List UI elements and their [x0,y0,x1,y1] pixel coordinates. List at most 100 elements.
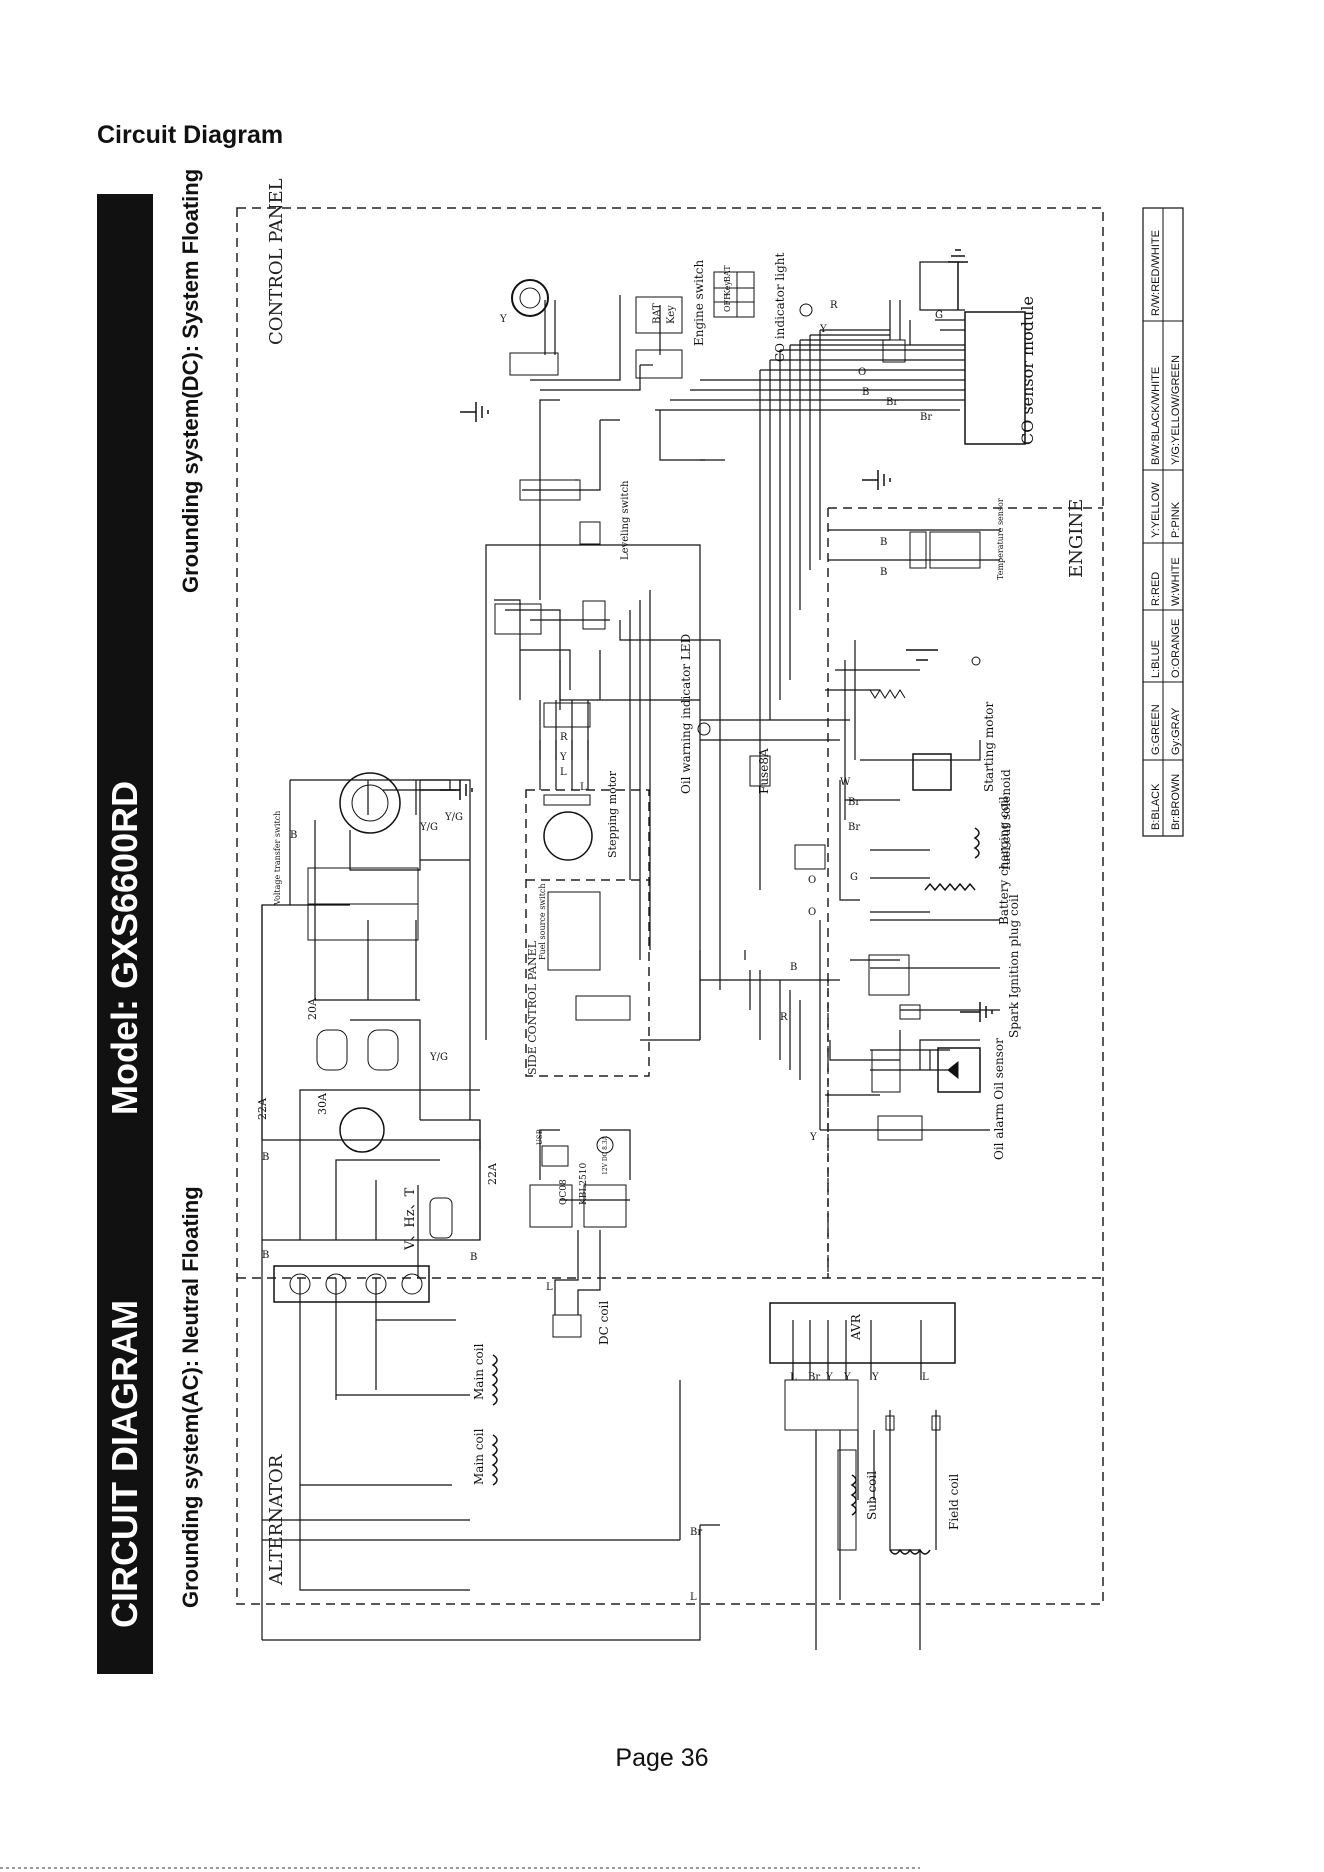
battery-icon [906,649,938,661]
spark-plug [899,1004,921,1020]
svg-text:R:RED: R:RED [1150,572,1162,606]
co-indicator-light-label: CO indicator light [773,253,787,362]
svg-text:Br:BROWN: Br:BROWN [1170,774,1182,830]
svg-text:B: B [880,537,887,548]
svg-text:B: B [790,962,797,973]
section-control-panel: CONTROL PANEL [266,178,287,345]
color-legend: B:BLACK G:GREEN L:BLUE R:RED Y:YELLOW B/… [1142,207,1184,837]
duplex-receptacle-1 [316,1029,348,1071]
usb-label: USB [536,1129,544,1145]
top-connector [511,279,549,317]
ground-icon-acpanel [440,780,473,800]
svg-text:Br: Br [808,1372,820,1383]
battery-charging-coil [924,882,976,892]
banner-model: Model: GXS6600RD [104,781,145,1115]
svg-text:Br: Br [848,797,860,808]
svg-text:L: L [690,1592,697,1603]
main-coil-1 [491,1354,498,1406]
svg-text:O: O [858,367,866,378]
svg-text:G:GREEN: G:GREEN [1150,704,1162,755]
svg-text:Br: Br [848,822,860,833]
oil-sensor [877,1115,923,1141]
starting-motor [912,753,952,791]
key-label: Key [666,305,677,324]
engine-switch-key: Key [723,281,732,296]
svg-text:Y/G: Y/G [444,812,463,823]
section-side-control-panel: SIDE CONTROL PANEL [526,940,539,1075]
svg-text:B/W:BLACK/WHITE: B/W:BLACK/WHITE [1150,367,1162,465]
fuel-source-switch [547,891,601,971]
svg-text:Br: Br [690,1527,702,1538]
relay-block [794,844,826,870]
page-number: Page 36 [615,1744,709,1772]
terminal-strip [543,702,591,728]
field-coil-brush-1 [885,1415,895,1431]
title-banner [97,194,153,1674]
main-coil-2-label: Main coil [472,1428,486,1485]
fuse-label: Fuse8A [757,748,771,794]
svg-text:O: O [808,907,816,918]
svg-text:R: R [560,732,568,743]
starter-coil [869,689,906,699]
meter-label: V、Hz、T [403,1187,418,1251]
diode-connector [871,1049,901,1093]
svg-text:R/W:RED/WHITE: R/W:RED/WHITE [1150,230,1162,316]
avr-label: AVR [849,1313,863,1341]
rectifier-1-label: QC08 [559,1179,569,1205]
ground-icon-engine [862,470,891,490]
dc-coil-connector [552,1314,582,1338]
svg-text:L: L [790,1372,797,1383]
l14-30-receptacle [339,772,401,834]
ground-icon [948,249,968,310]
temperature-sensor-label: Temperature sensor [996,498,1005,580]
stepping-motor-connector [543,794,591,806]
multi-connector-mid [494,603,542,635]
breaker-22a-left: 22A [256,1097,269,1120]
breaker-20a: 20A [306,997,319,1020]
sub-coil-core [837,1449,857,1551]
field-coil [889,1548,931,1555]
co-sensor-module-label: CO sensor module [1018,296,1037,445]
starting-motor-label: Starting motor [982,702,996,792]
rectifier-2-label: KBL2510 [579,1163,589,1205]
svg-text:Y: Y [809,1132,817,1143]
svg-text:R: R [830,300,838,311]
svg-text:L: L [560,767,567,778]
wiring [261,261,1000,1650]
side-panel-connector [575,995,631,1021]
diode-block [937,1047,981,1093]
svg-text:Y: Y [819,324,827,335]
ground-icon-left [460,402,489,422]
oil-warning-led-label: Oil warning indicator LED [679,634,693,794]
oil-warning-led-icon [697,722,711,736]
svg-text:Y: Y [871,1372,879,1383]
svg-text:B: B [880,567,887,578]
bat-label: BAT [652,303,663,324]
engine-switch [713,271,755,318]
svg-text:Y/G: Y/G [419,822,438,833]
engine-switch-label: Engine switch [692,260,706,346]
avr-connector [784,1379,859,1431]
tt30-receptacle [339,1107,385,1153]
hour-meter [429,1197,453,1239]
svg-text:Gy:GRAY: Gy:GRAY [1170,707,1182,755]
leveling-switch [579,521,601,545]
svg-text:G: G [850,872,858,883]
stepping-motor [543,811,593,861]
bat-key-connector [635,349,683,379]
svg-text:Y/G: Y/G [429,1052,448,1063]
svg-text:B: B [262,1250,269,1261]
co-sensor-module [964,311,1026,445]
svg-text:Br: Br [920,412,932,423]
svg-text:G: G [935,310,943,321]
harness-plug [509,352,559,376]
sub-coil-label: Sub coil [865,1471,879,1520]
svg-text:Br: Br [886,397,898,408]
field-coil-brush-2 [931,1415,941,1431]
svg-text:W: W [840,777,851,788]
battery-terminal [971,656,981,666]
wire-labels: B Y/G Y/G Y/G B B B L Br L R Y L L R B Y… [262,300,943,1603]
fuel-cut-solenoid-label: fuel cut solenoid [999,769,1013,870]
svg-text:O:ORANGE: O:ORANGE [1170,619,1182,678]
